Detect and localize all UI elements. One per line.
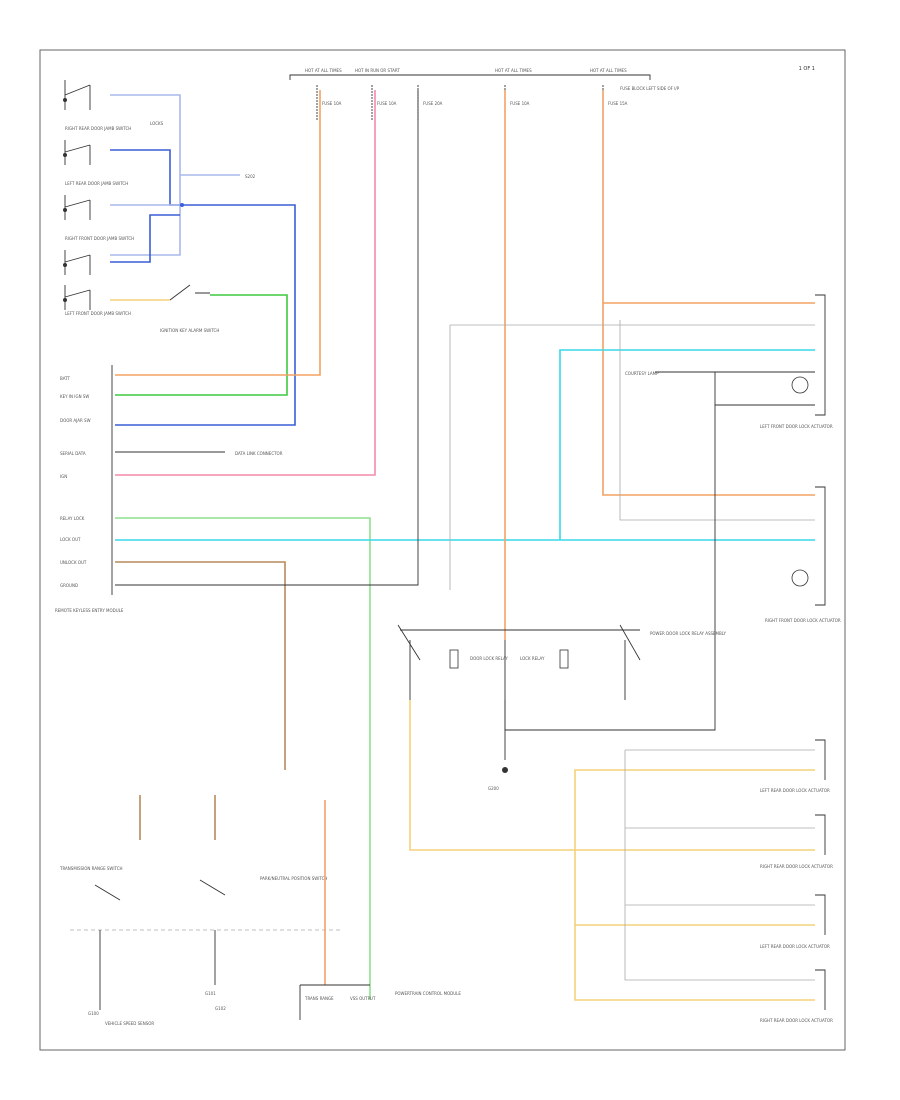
pin-lock-out: LOCK OUT — [60, 537, 81, 542]
rear-actuator-1: LEFT REAR DOOR LOCK ACTUATOR — [760, 739, 830, 793]
bottom-pin-2: VSS OUTPUT — [350, 996, 376, 1001]
svg-text:FUSE 10A: FUSE 10A — [377, 101, 397, 106]
splice-label: S202 — [245, 174, 256, 179]
wire-gray-rear — [624, 749, 815, 981]
fuse-3: FUSE 20A — [417, 85, 443, 120]
rear-actuator-2: RIGHT REAR DOOR LOCK ACTUATOR — [760, 814, 833, 869]
lock-relay-label: LOCK RELAY — [520, 656, 545, 661]
wire-lightgreen-relay-lock — [115, 517, 371, 1000]
courtesy-lamp: COURTESY LAMP — [504, 371, 815, 731]
fuse-header-2: HOT IN RUN OR START — [355, 68, 400, 73]
door-lock-relay-label: DOOR LOCK RELAY — [470, 656, 508, 661]
pin-ign: IGN — [60, 474, 67, 479]
wire-gray-right — [619, 320, 815, 521]
wire-black-ground — [115, 90, 419, 586]
bottom-module: TRANS RANGE VSS OUTPUT POWERTRAIN CONTRO… — [299, 800, 461, 1020]
wire-pink-ign — [115, 90, 376, 476]
relay-assembly: DOOR LOCK RELAY LOCK RELAY POWER DOOR LO… — [397, 624, 726, 791]
svg-text:FUSE 10A: FUSE 10A — [510, 101, 530, 106]
fuse-1: FUSE 10A — [316, 85, 342, 120]
lower-switch-label-1: TRANSMISSION RANGE SWITCH — [59, 866, 123, 871]
relay-ground-label: G200 — [488, 786, 499, 791]
relay-box-label: POWER DOOR LOCK RELAY ASSEMBLY — [650, 631, 726, 636]
wire-orange-batt — [115, 90, 321, 376]
pin-door-ajar: DOOR AJAR SW — [60, 418, 91, 423]
svg-text:FUSE 20A: FUSE 20A — [423, 101, 443, 106]
door-switch-label-rr: RIGHT REAR DOOR JAMB SWITCH — [65, 126, 131, 131]
ground-label-1: G100 — [88, 1011, 99, 1016]
ground-label-2: G101 — [205, 991, 216, 996]
wire-cyan-front-left — [559, 349, 815, 540]
wire-blue-door-ajar — [110, 149, 296, 426]
pin-relay-lock: RELAY LOCK — [60, 516, 85, 521]
bottom-pin-1: TRANS RANGE — [304, 996, 334, 1001]
corner-label: 1 OF 1 — [799, 66, 815, 72]
svg-text:RIGHT FRONT DOOR LOCK ACTUATOR: RIGHT FRONT DOOR LOCK ACTUATOR — [765, 618, 841, 623]
svg-text:COURTESY LAMP: COURTESY LAMP — [625, 371, 659, 376]
wire-brown-unlock — [115, 561, 286, 770]
door-switch-label-lf: LEFT FRONT DOOR JAMB SWITCH — [65, 311, 131, 316]
rear-actuator-3: LEFT REAR DOOR LOCK ACTUATOR — [760, 894, 830, 949]
door-switch-label-lr: LEFT REAR DOOR JAMB SWITCH — [65, 181, 128, 186]
wire-yellow-rear-main — [409, 700, 815, 851]
svg-text:FUSE 15A: FUSE 15A — [608, 101, 628, 106]
fuse-block-bus — [289, 74, 651, 80]
fuse-2: FUSE 10A — [371, 85, 397, 120]
svg-text:IGNITION KEY ALARM SWITCH: IGNITION KEY ALARM SWITCH — [160, 328, 219, 333]
wire-green-key-alarm — [115, 294, 288, 396]
bottom-module-label: POWERTRAIN CONTROL MODULE — [395, 991, 461, 996]
fuse-5: FUSE 15A — [602, 85, 628, 120]
ground-label-3: G102 — [215, 1006, 226, 1011]
fuse-header-4: HOT AT ALL TIMES — [590, 68, 627, 73]
right-front-door-actuator: RIGHT FRONT DOOR LOCK ACTUATOR — [765, 486, 841, 623]
wire-yellow-lr2 — [574, 850, 815, 926]
pin-key-in-ign: KEY IN IGN SW — [60, 394, 89, 399]
wire-gray-left — [449, 324, 815, 590]
pin-serial-data: SERIAL DATA — [60, 451, 86, 456]
svg-text:RIGHT REAR DOOR LOCK ACTUATOR: RIGHT REAR DOOR LOCK ACTUATOR — [760, 864, 833, 869]
door-switch-label-locks: LOCKS — [150, 121, 164, 126]
splice-dot — [180, 203, 184, 207]
lower-switch-label-2: PARK/NEUTRAL POSITION SWITCH — [260, 876, 327, 881]
fuse-block-note: FUSE BLOCK LEFT SIDE OF I/P — [620, 86, 680, 91]
left-front-door-actuator: LEFT FRONT DOOR LOCK ACTUATOR — [760, 294, 833, 429]
svg-text:RIGHT REAR DOOR LOCK ACTUATOR: RIGHT REAR DOOR LOCK ACTUATOR — [760, 1018, 833, 1023]
rear-actuator-4: RIGHT REAR DOOR LOCK ACTUATOR — [760, 969, 833, 1023]
pin-batt: BATT — [60, 376, 71, 381]
fuse-4: FUSE 10A — [504, 85, 530, 120]
module-label: REMOTE KEYLESS ENTRY MODULE — [55, 608, 124, 613]
svg-text:LEFT REAR DOOR LOCK ACTUATOR: LEFT REAR DOOR LOCK ACTUATOR — [760, 944, 830, 949]
pin-unlock-out: UNLOCK OUT — [60, 560, 87, 565]
lower-switch-label-3: VEHICLE SPEED SENSOR — [105, 1021, 154, 1026]
door-switch-label-rf: RIGHT FRONT DOOR JAMB SWITCH — [65, 236, 134, 241]
diagram-frame — [39, 49, 846, 1051]
module-pin-labels: BATT KEY IN IGN SW DOOR AJAR SW SERIAL D… — [55, 376, 124, 613]
wire-orange-front-right — [602, 90, 815, 496]
pin-ground: GROUND — [60, 583, 78, 588]
ignition-key-switch: IGNITION KEY ALARM SWITCH — [160, 284, 219, 333]
svg-text:FUSE 10A: FUSE 10A — [322, 101, 342, 106]
wire-blue-rf — [110, 214, 180, 263]
svg-text:LEFT FRONT DOOR LOCK ACTUATOR: LEFT FRONT DOOR LOCK ACTUATOR — [760, 424, 833, 429]
dlc-note: DATA LINK CONNECTOR — [235, 451, 283, 456]
svg-text:LEFT REAR DOOR LOCK ACTUATOR: LEFT REAR DOOR LOCK ACTUATOR — [760, 788, 830, 793]
lower-switches: TRANSMISSION RANGE SWITCH PARK/NEUTRAL P… — [59, 795, 340, 1026]
wire-yellow-rr2 — [574, 925, 815, 1001]
fuse-header-3: HOT AT ALL TIMES — [495, 68, 532, 73]
fuse-header-1: HOT AT ALL TIMES — [305, 68, 342, 73]
door-jamb-switches: LOCKS RIGHT REAR DOOR JAMB SWITCH LEFT R… — [63, 80, 164, 316]
